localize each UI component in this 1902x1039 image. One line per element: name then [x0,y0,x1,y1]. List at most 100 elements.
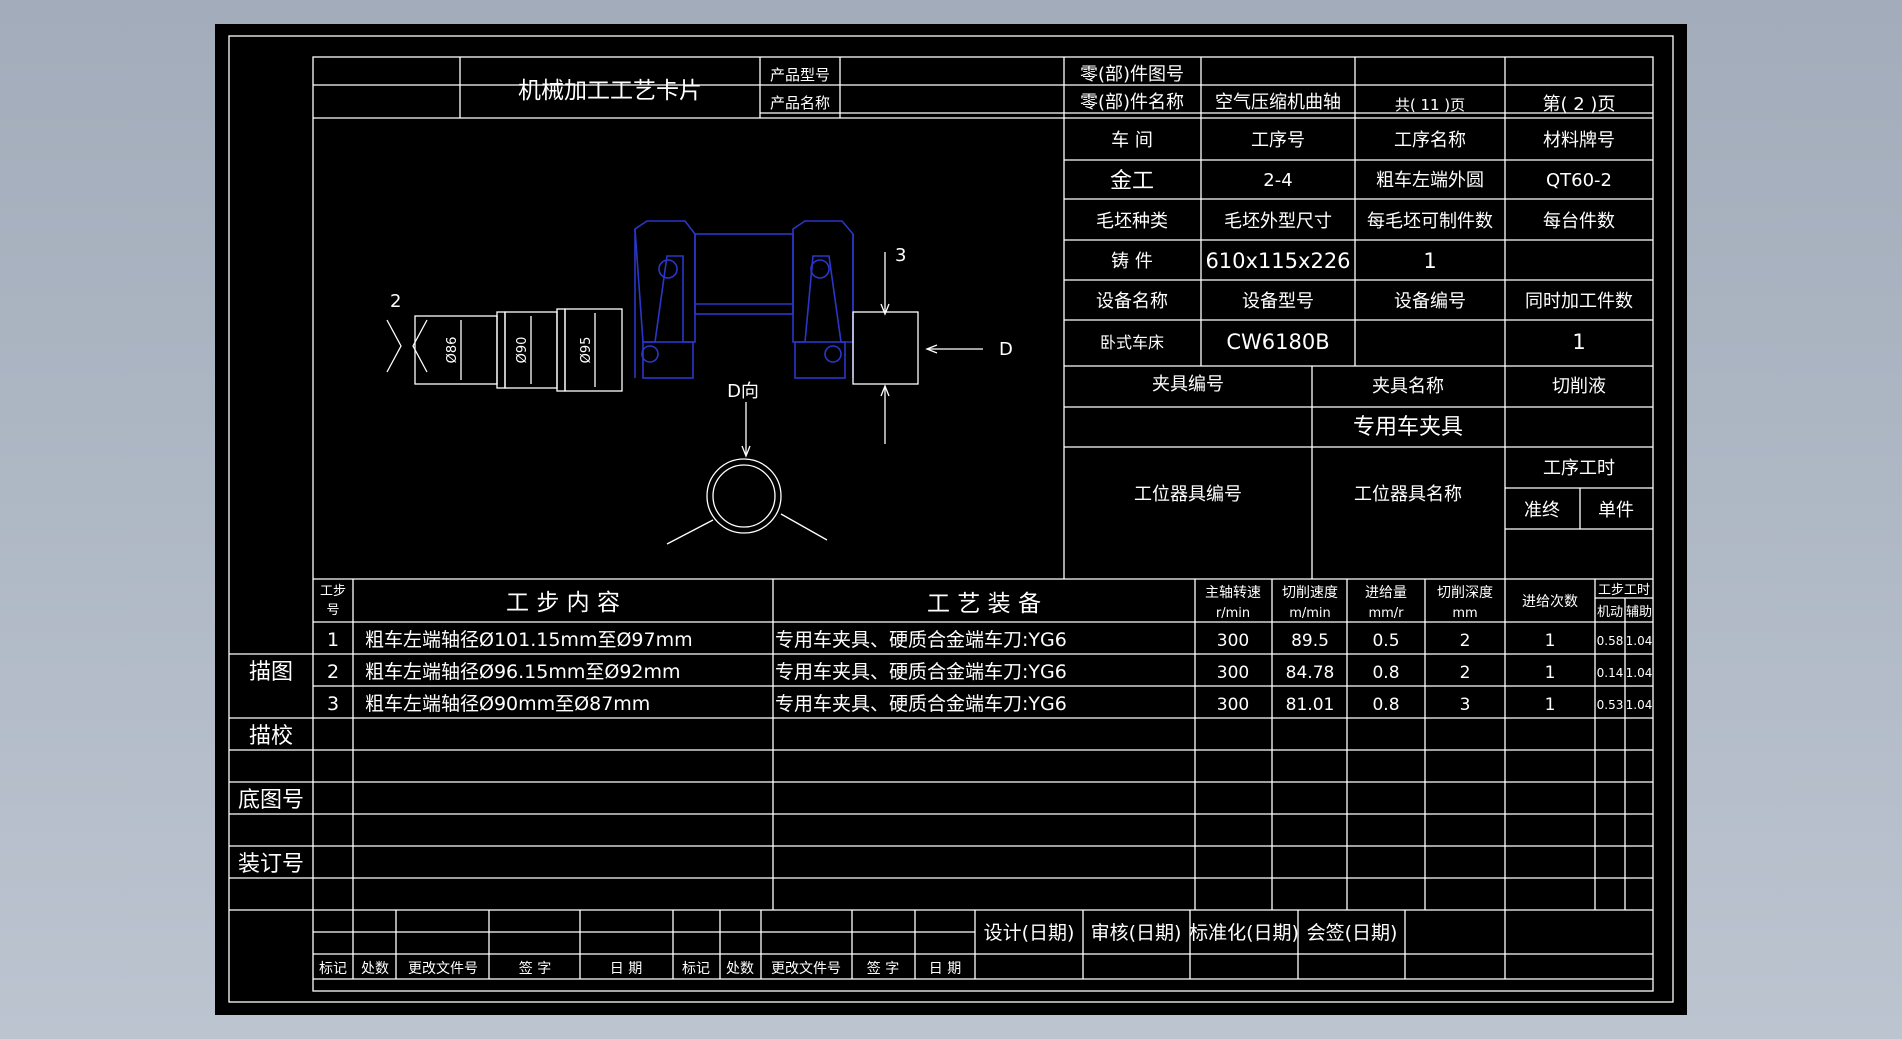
parts-per-blank-label: 每毛坯可制件数 [1367,211,1493,232]
process-no-label: 工序号 [1251,130,1305,151]
binding-no-label: 装订号 [238,852,304,877]
process-name-value: 粗车左端外圆 [1376,170,1484,191]
steps-grid [229,578,1653,911]
blank-type-label: 毛坯种类 [1096,211,1168,232]
station-tool-no-label: 工位器具编号 [1134,484,1242,505]
process-time-label: 工序工时 [1543,458,1615,479]
spindle-speed-header: 主轴转速 [1205,585,1261,601]
step-depth: 2 [1460,663,1471,683]
v-block-symbol [386,319,402,373]
rev-sign-label: 签 字 [519,960,551,977]
rev-count-label-2: 处数 [726,961,754,977]
step-equipment: 专用车夹具、硬质合金端车刀:YG6 [775,661,1067,683]
workshop-label: 车 间 [1111,130,1153,151]
product-model-label: 产品型号 [770,66,830,84]
table-row: 1 粗车左端轴径Ø101.15mm至Ø97mm 专用车夹具、硬质合金端车刀:YG… [327,629,1652,651]
blank-size-label: 毛坯外型尺寸 [1224,211,1332,232]
step-aux-time: 1.04 [1626,666,1653,680]
step-speed: 300 [1217,631,1249,651]
machine-time-header: 机动 [1597,605,1623,620]
station-tool-name-label: 工位器具名称 [1354,484,1462,505]
review-date-label: 审核(日期) [1091,922,1182,944]
step-machine-time: 0.14 [1597,666,1624,680]
shaft-segment-95 [564,308,623,392]
equipment-model-value: CW6180B [1226,330,1329,354]
cutting-speed-header: 切削速度 [1282,585,1338,601]
fixture-no-label: 夹具编号 [1152,374,1224,395]
process-card-svg: 机械加工工艺卡片 产品型号 产品名称 零(部)件图号 零(部)件名称 空气压缩机… [228,35,1674,1003]
process-name-label: 工序名称 [1394,130,1466,151]
dim-86: Ø86 [445,337,460,364]
view-d-outer-circle [706,458,782,534]
step-speed: 300 [1217,695,1249,715]
equipment-no-label: 设备编号 [1394,291,1466,312]
blank-type-value: 铸 件 [1111,251,1153,272]
signoff-grid [313,910,1653,980]
trace-check-label: 描校 [249,724,293,749]
crankshaft-outline [634,220,854,379]
depth-header: 切削深度 [1437,585,1493,601]
step-aux-time: 1.04 [1626,634,1653,648]
step-passes: 1 [1545,695,1556,715]
rev-count-label: 处数 [361,961,389,977]
standardize-date-label: 标准化(日期) [1189,922,1299,944]
equipment-name-value: 卧式车床 [1100,333,1164,352]
tracing-label: 描图 [249,660,293,685]
unit-time-label: 单件 [1598,500,1634,521]
workshop-value: 金工 [1110,169,1154,194]
rev-mark-label: 标记 [319,961,347,977]
feed-unit: mm/r [1368,606,1404,621]
step-speed: 300 [1217,663,1249,683]
step-equipment: 专用车夹具、硬质合金端车刀:YG6 [775,629,1067,651]
blank-size-value: 610x115x226 [1205,249,1350,273]
part-drawing: Ø86 Ø90 Ø95 2 3 D D向 [386,220,1013,545]
dim-95: Ø95 [579,337,594,364]
countersign-date-label: 会签(日期) [1307,922,1398,944]
step-passes: 1 [1545,631,1556,651]
rev-mark-label-2: 标记 [682,961,710,977]
card-title: 机械加工工艺卡片 [518,78,702,104]
page-number: 第( 2 )页 [1543,94,1616,115]
equipment-model-label: 设备型号 [1242,291,1314,312]
drawing-sheet: 机械加工工艺卡片 产品型号 产品名称 零(部)件图号 零(部)件名称 空气压缩机… [215,24,1687,1015]
part-name-label: 零(部)件名称 [1080,92,1184,113]
step-no: 2 [327,661,339,683]
info-grid [1063,118,1653,579]
step-feed: 0.8 [1372,695,1399,715]
step-depth: 3 [1460,695,1471,715]
step-aux-time: 1.04 [1626,698,1653,712]
label-3: 3 [895,245,906,266]
step-content: 粗车左端轴径Ø90mm至Ø87mm [365,693,650,715]
step-feed: 0.5 [1372,631,1399,651]
base-drawing-no-label: 底图号 [238,788,304,813]
rev-date-label-2: 日 期 [929,961,961,977]
step-cut-speed: 84.78 [1286,663,1335,683]
spindle-unit: r/min [1216,606,1250,621]
step-equipment-header: 工 艺 装 备 [927,591,1041,617]
step-passes: 1 [1545,663,1556,683]
simultaneous-value: 1 [1572,330,1585,354]
label-d: D [999,339,1013,360]
prep-time-label: 准终 [1524,500,1560,521]
step-equipment: 专用车夹具、硬质合金端车刀:YG6 [775,693,1067,715]
cutting-unit: m/min [1289,606,1331,621]
feed-header: 进给量 [1365,585,1407,601]
product-name-label: 产品名称 [770,94,830,112]
fixture-name-value: 专用车夹具 [1353,415,1463,440]
process-no-value: 2-4 [1263,170,1292,191]
step-no: 1 [327,629,339,651]
depth-unit: mm [1452,606,1477,621]
rev-change-doc-label: 更改文件号 [408,961,478,977]
label-2: 2 [390,291,401,312]
right-journal [852,311,919,385]
step-feed: 0.8 [1372,663,1399,683]
step-cut-speed: 89.5 [1291,631,1329,651]
material-value: QT60-2 [1546,170,1612,191]
step-content: 粗车左端轴径Ø101.15mm至Ø97mm [365,629,693,651]
rev-change-doc-label-2: 更改文件号 [771,961,841,977]
dim-90: Ø90 [515,337,530,364]
part-drawing-no-label: 零(部)件图号 [1080,64,1184,85]
total-pages: 共( 11 )页 [1395,96,1465,114]
outer-border [228,35,1674,1003]
header-grid [313,57,1653,119]
